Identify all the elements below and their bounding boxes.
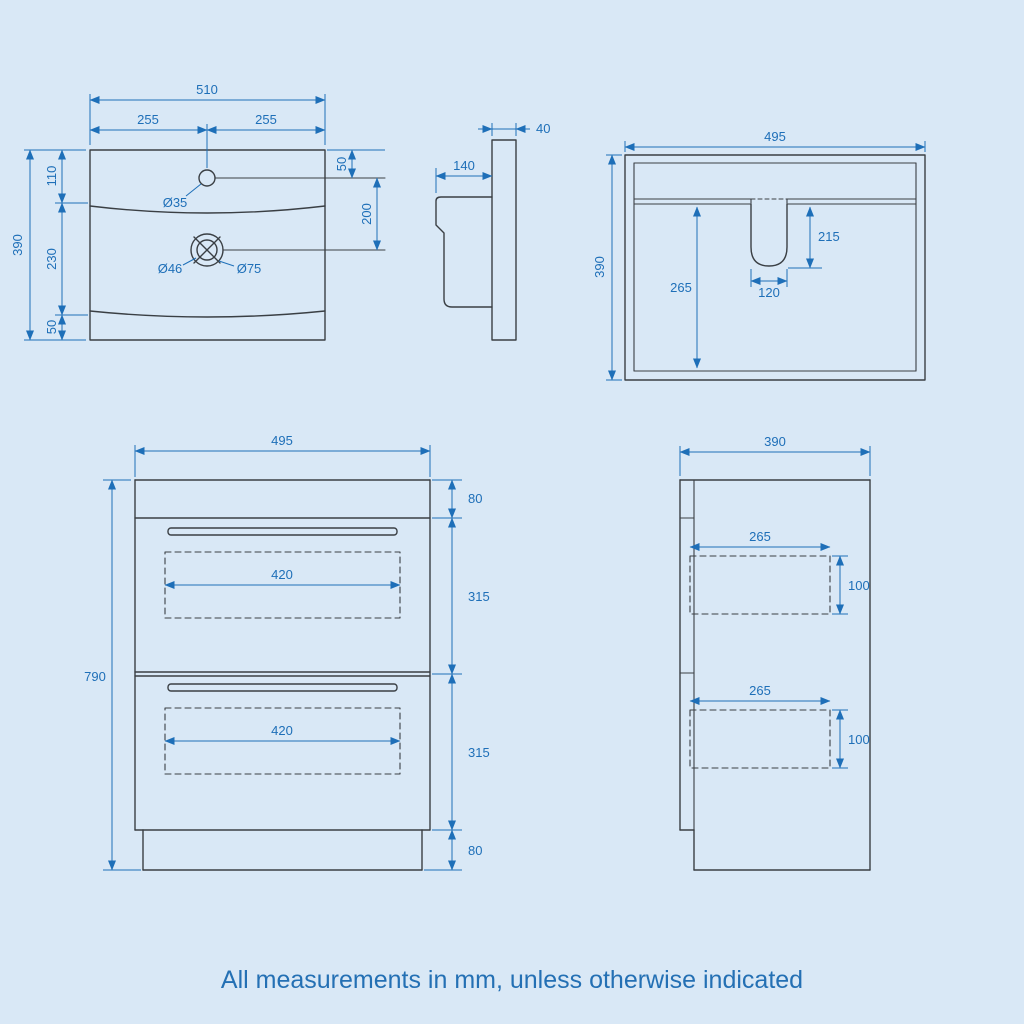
upper-box-width-dimension: 420	[271, 567, 293, 582]
cabinet-front-dimension-lines	[103, 445, 462, 871]
cabinet-top-width-dimension: 495	[764, 129, 786, 144]
lower-drawer-handle	[167, 683, 398, 692]
drain-cross	[193, 236, 221, 264]
basin-side-outline	[435, 139, 517, 341]
cutout-width-dimension: 120	[758, 285, 780, 300]
upper-box-height-dimension: 100	[848, 578, 870, 593]
cutout-depth-dimension: 215	[818, 229, 840, 244]
basin-width-dimension: 510	[196, 82, 218, 97]
basin-front-dimension-lines	[24, 94, 385, 341]
drain-inner-diameter-label: Ø46	[158, 261, 183, 276]
upper-drawer-box-hidden	[689, 555, 831, 615]
basin-lower-curve	[89, 310, 326, 318]
leader-line	[218, 260, 235, 267]
basin-width-right-dimension: 255	[255, 112, 277, 127]
tap-hole	[198, 169, 216, 187]
inner-depth-dimension: 265	[670, 280, 692, 295]
cabinet-width-dimension: 495	[271, 433, 293, 448]
cabinet-top-outline	[624, 154, 926, 381]
leader-line	[185, 183, 202, 197]
tap-offset-dimension: 50	[334, 157, 349, 171]
tap-to-drain-dimension: 200	[359, 203, 374, 225]
waste-cutout	[750, 203, 788, 267]
drain-inner-circle	[196, 239, 218, 261]
upper-box-depth-dimension: 265	[749, 529, 771, 544]
basin-bottom-segment-dimension: 50	[44, 320, 59, 334]
cabinet-top-body	[624, 154, 926, 381]
basin-width-left-dimension: 255	[137, 112, 159, 127]
cabinet-front-outline	[134, 479, 431, 871]
cabinet-height-dimension: 790	[84, 669, 106, 684]
rim-thickness-dimension: 40	[536, 121, 550, 136]
tap-hole-diameter-label: Ø35	[163, 195, 188, 210]
upper-drawer-dimension: 315	[468, 589, 490, 604]
plinth-dimension: 80	[468, 843, 482, 858]
lower-box-width-dimension: 420	[271, 723, 293, 738]
leader-line	[182, 257, 197, 266]
back-panel	[491, 139, 517, 341]
cabinet-front-view: 495 790 80 315 315 80 420 420	[84, 433, 490, 871]
lower-drawer-dimension: 315	[468, 745, 490, 760]
measurement-note: All measurements in mm, unless otherwise…	[221, 966, 803, 994]
basin-top-segment-dimension: 110	[44, 166, 59, 187]
basin-mid-segment-dimension: 230	[44, 248, 59, 270]
upper-drawer-handle	[167, 527, 398, 536]
cabinet-top-depth-dimension: 390	[592, 256, 607, 278]
side-depth-dimension: 390	[764, 434, 786, 449]
bowl-depth-dimension: 140	[453, 158, 475, 173]
lower-drawer-box-hidden	[689, 709, 831, 769]
cabinet-side-dimension-lines	[679, 446, 871, 769]
cabinet-top-dimension-lines	[606, 141, 926, 381]
cabinet-side-view: 390 265 100 265 100	[679, 434, 871, 871]
basin-front-view: 510 255 255 390 110 230 50 50 200 Ø35 Ø4…	[10, 82, 386, 341]
basin-upper-curve	[89, 205, 326, 214]
lower-box-depth-dimension: 265	[749, 683, 771, 698]
top-rail-dimension: 80	[468, 491, 482, 506]
cabinet-top-view: 495 390 265 215 120	[592, 129, 926, 381]
cabinet-side-outline	[679, 479, 871, 871]
basin-front-outline	[89, 149, 386, 341]
basin-side-profile	[435, 196, 493, 308]
basin-side-view: 40 140	[435, 121, 550, 341]
basin-side-dimension-lines	[435, 123, 530, 193]
drain-outer-diameter-label: Ø75	[237, 261, 262, 276]
basin-height-dimension: 390	[10, 234, 25, 256]
lower-box-height-dimension: 100	[848, 732, 870, 747]
